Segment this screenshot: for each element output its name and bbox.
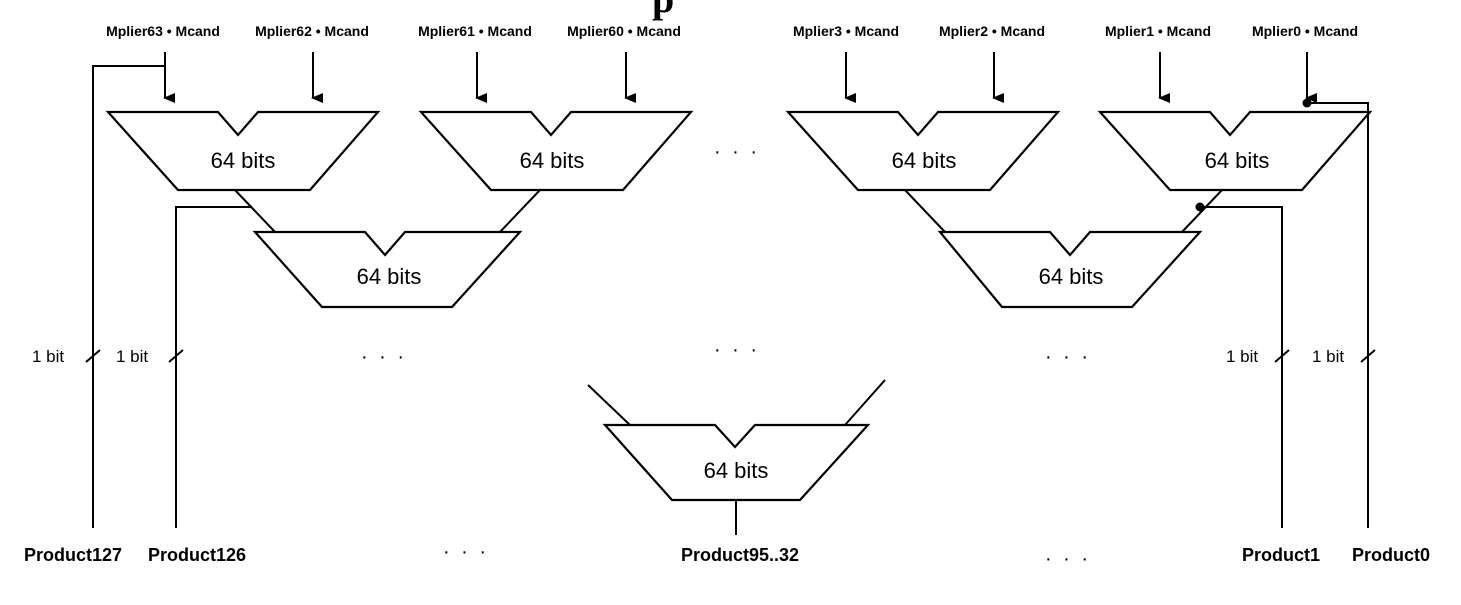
input-label-mplier61: Mplier61 • Mcand	[418, 23, 532, 39]
adder-bottom-label: 64 bits	[704, 458, 769, 483]
ellipsis-mid-center: · · ·	[714, 339, 760, 361]
bit-label-product127: 1 bit	[32, 347, 64, 366]
wire-product127	[92, 65, 165, 528]
bit-label-product1: 1 bit	[1226, 347, 1258, 366]
output-labels: Product127 Product126 Product95..32 Prod…	[24, 545, 1430, 565]
bit-label-product0: 1 bit	[1312, 347, 1344, 366]
bit-label-product126: 1 bit	[116, 347, 148, 366]
wire-adder3-to-mid2	[904, 189, 946, 233]
adder-row-mid: 64 bits 64 bits	[252, 230, 1203, 309]
slash-product1	[1274, 349, 1290, 363]
adder-1-0	[1097, 110, 1373, 192]
bit-labels: 1 bit 1 bit 1 bit 1 bit	[32, 347, 1344, 366]
internal-wires	[234, 189, 1223, 426]
slash-product127	[85, 349, 101, 363]
wire-adder1-to-mid1	[234, 189, 276, 233]
output-bit-wires	[92, 65, 1369, 535]
wire-product0	[1307, 102, 1369, 528]
adder-mid-right	[937, 230, 1203, 309]
adder-mid-left	[252, 230, 523, 309]
wire-into-bottom-left	[587, 384, 631, 426]
junction-dot-mplier0	[1302, 98, 1312, 108]
ellipsis-bottom-right: · · ·	[1045, 548, 1091, 570]
wire-adder2-to-mid1	[499, 189, 541, 233]
junction-dot-adder-1-0	[1195, 202, 1205, 212]
adder-63-62	[105, 110, 381, 192]
wire-product1	[1200, 206, 1283, 528]
input-label-mplier62: Mplier62 • Mcand	[255, 23, 369, 39]
adder-61-60-label: 64 bits	[520, 148, 585, 173]
ellipsis-marks: · · · · · · · · · · · · · · · · · ·	[361, 141, 1091, 570]
adder-bottom	[602, 423, 871, 502]
adder-row-top: 64 bits 64 bits 64 bits 64 bits	[105, 110, 1373, 192]
adder-63-62-label: 64 bits	[211, 148, 276, 173]
input-label-mplier1: Mplier1 • Mcand	[1105, 23, 1211, 39]
wire-into-bottom-right	[844, 379, 886, 426]
adder-mid-left-label: 64 bits	[357, 264, 422, 289]
wire-product126	[175, 206, 252, 528]
adder-61-60	[418, 110, 694, 192]
input-arrows	[163, 52, 1317, 103]
ellipsis-mid-left: · · ·	[361, 346, 407, 368]
input-label-mplier3: Mplier3 • Mcand	[793, 23, 899, 39]
output-label-product0: Product0	[1352, 545, 1430, 565]
output-label-product126: Product126	[148, 545, 246, 565]
input-label-mplier0: Mplier0 • Mcand	[1252, 23, 1358, 39]
output-label-product127: Product127	[24, 545, 122, 565]
title-fragment: p	[652, 0, 674, 21]
adder-mid-right-label: 64 bits	[1039, 264, 1104, 289]
adder-1-0-label: 64 bits	[1205, 148, 1270, 173]
input-label-mplier63: Mplier63 • Mcand	[106, 23, 220, 39]
adder-3-2	[785, 110, 1061, 192]
output-label-product95-32: Product95..32	[681, 545, 799, 565]
slash-product126	[168, 349, 184, 363]
ellipsis-top: · · ·	[714, 141, 760, 163]
bus-width-slashes	[85, 349, 1376, 363]
input-label-mplier60: Mplier60 • Mcand	[567, 23, 681, 39]
input-labels: Mplier63 • Mcand Mplier62 • Mcand Mplier…	[106, 23, 1358, 39]
ellipsis-mid-right: · · ·	[1045, 346, 1091, 368]
slash-product0	[1360, 349, 1376, 363]
ellipsis-bottom-left: · · ·	[443, 541, 489, 563]
output-label-product1: Product1	[1242, 545, 1320, 565]
input-label-mplier2: Mplier2 • Mcand	[939, 23, 1045, 39]
adder-3-2-label: 64 bits	[892, 148, 957, 173]
